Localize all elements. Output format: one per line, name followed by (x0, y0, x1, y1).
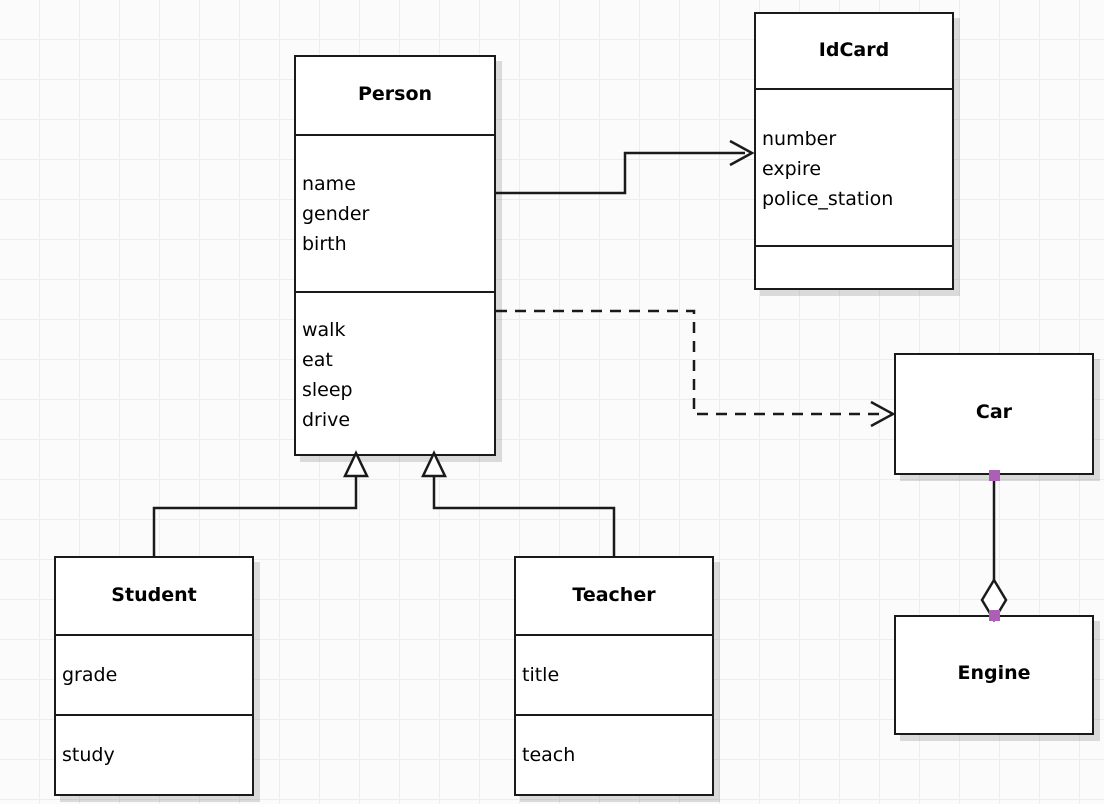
class-teacher-attribute-list: title (516, 636, 712, 690)
class-engine-title-compartment: Engine (896, 617, 1092, 733)
class-idcard-title-compartment: IdCard (756, 14, 952, 90)
class-teacher-attributes-compartment: title (516, 636, 712, 716)
class-car-name: Car (975, 401, 1013, 423)
class-person[interactable]: Person name gender birth walk eat sleep … (294, 55, 496, 456)
class-student-attribute: grade (62, 664, 118, 686)
class-person-method: sleep (302, 379, 353, 401)
class-person-method: drive (302, 409, 351, 431)
class-student-name: Student (111, 584, 197, 606)
class-student-attribute-list: grade (56, 636, 252, 690)
class-idcard-methods-compartment (756, 247, 952, 288)
class-person-method: eat (302, 349, 333, 371)
class-idcard-name: IdCard (818, 39, 890, 61)
class-teacher-method-list: teach (516, 716, 712, 770)
class-teacher[interactable]: Teacher title teach (514, 556, 714, 796)
edge-person-car[interactable] (496, 309, 896, 428)
class-car-title-compartment: Car (896, 355, 1092, 473)
class-person-name: Person (357, 83, 433, 105)
class-student-attributes-compartment: grade (56, 636, 252, 716)
class-teacher-title-compartment: Teacher (516, 558, 712, 636)
edge-student-person[interactable] (152, 450, 369, 556)
class-student-method-list: study (56, 716, 252, 770)
class-person-attribute: birth (302, 233, 347, 255)
class-idcard-attribute: police_station (762, 188, 894, 210)
class-student-title-compartment: Student (56, 558, 252, 636)
class-person-methods-compartment: walk eat sleep drive (296, 293, 494, 454)
edge-car-engine[interactable] (980, 475, 1008, 623)
class-person-title-compartment: Person (296, 57, 494, 136)
class-idcard-attribute: number (762, 128, 837, 150)
class-person-method-list: walk eat sleep drive (296, 293, 494, 435)
hollow-triangle-icon (343, 450, 369, 478)
class-student[interactable]: Student grade study (54, 556, 254, 796)
class-car[interactable]: Car (894, 353, 1094, 475)
class-teacher-name: Teacher (572, 584, 656, 606)
open-arrowhead-icon (729, 139, 755, 167)
edge-handle-engine-end[interactable] (989, 610, 1000, 621)
class-person-method: walk (302, 319, 346, 341)
edge-person-idcard[interactable] (496, 139, 755, 195)
class-person-attributes-compartment: name gender birth (296, 136, 494, 293)
class-person-attribute: name (302, 173, 356, 195)
class-student-methods-compartment: study (56, 716, 252, 794)
class-engine[interactable]: Engine (894, 615, 1094, 735)
class-teacher-attribute: title (522, 664, 560, 686)
class-student-method: study (62, 744, 115, 766)
edge-teacher-person[interactable] (421, 450, 616, 556)
class-engine-name: Engine (957, 662, 1031, 684)
class-teacher-methods-compartment: teach (516, 716, 712, 794)
class-idcard-attributes-compartment: number expire police_station (756, 90, 952, 247)
open-arrowhead-icon (870, 400, 896, 428)
edge-handle-car-end[interactable] (989, 470, 1000, 481)
class-idcard-attribute: expire (762, 158, 822, 180)
class-person-attribute: gender (302, 203, 370, 225)
hollow-triangle-icon (421, 450, 447, 478)
class-teacher-method: teach (522, 744, 576, 766)
class-person-attribute-list: name gender birth (296, 136, 494, 259)
class-idcard-attribute-list: number expire police_station (756, 90, 952, 214)
class-idcard[interactable]: IdCard number expire police_station (754, 12, 954, 290)
